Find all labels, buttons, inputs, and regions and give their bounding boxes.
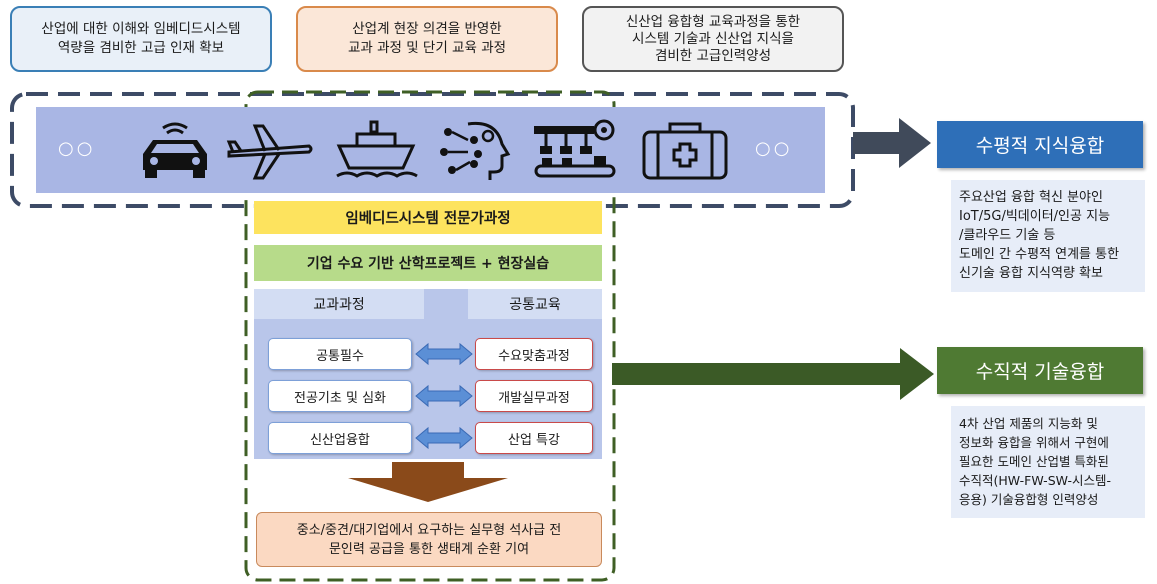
horizontal-convergence-title: 수평적 지식융합 (937, 121, 1143, 168)
strip-dots-right: ○○ (755, 138, 793, 159)
outcome-box: 중소/중견/대기업에서 요구하는 실무형 석사급 전 문인력 공급을 통한 생태… (256, 512, 602, 567)
common-item-practice: 개발실무과정 (475, 380, 593, 412)
horizontal-convergence-description: 주요산업 융합 혁신 분야인 IoT/5G/빅데이터/인공 지능 /클라우드 기… (951, 180, 1145, 292)
car-icon (143, 122, 207, 178)
goal-box-convergence: 신산업 융합형 교육과정을 통한 시스템 기술과 신산업 지식을 겸비한 고급인… (582, 6, 844, 72)
vertical-convergence-description: 4차 산업 제품의 지능화 및 정보화 융합을 위해서 구현에 필요한 도메인 … (951, 406, 1145, 518)
airplane-icon (226, 124, 313, 180)
medical-kit-icon (642, 122, 728, 180)
common-item-custom: 수요맞춤과정 (475, 338, 593, 370)
goal-box-talent: 산업에 대한 이해와 임베디드시스템 역량을 겸비한 고급 인재 확보 (10, 6, 272, 72)
vertical-convergence-title: 수직적 기술융합 (937, 347, 1143, 394)
curriculum-item-new-industry: 신산업융합 (268, 422, 412, 454)
project-bar: 기업 수요 기반 산학프로젝트 + 현장실습 (254, 245, 602, 281)
double-arrows (415, 342, 473, 450)
goal-box-curriculum: 산업계 현장 의견을 반영한 교과 과정 및 단기 교육 과정 (296, 6, 558, 72)
strip-dots-left: ○○ (58, 138, 96, 159)
factory-robot-icon (534, 119, 616, 178)
curriculum-item-major: 전공기초 및 심화 (268, 380, 412, 412)
vertical-arrow (612, 348, 934, 400)
curriculum-item-common-required: 공통필수 (268, 338, 412, 370)
ship-icon (336, 120, 418, 178)
common-item-lecture: 산업 특강 (475, 422, 593, 454)
horizontal-arrow (853, 118, 931, 168)
down-arrow (348, 462, 508, 502)
ai-head-icon (440, 121, 511, 180)
curriculum-header: 교과과정 (254, 289, 424, 319)
program-title: 임베디드시스템 전문가과정 (254, 201, 602, 234)
common-header: 공통교육 (468, 289, 602, 319)
